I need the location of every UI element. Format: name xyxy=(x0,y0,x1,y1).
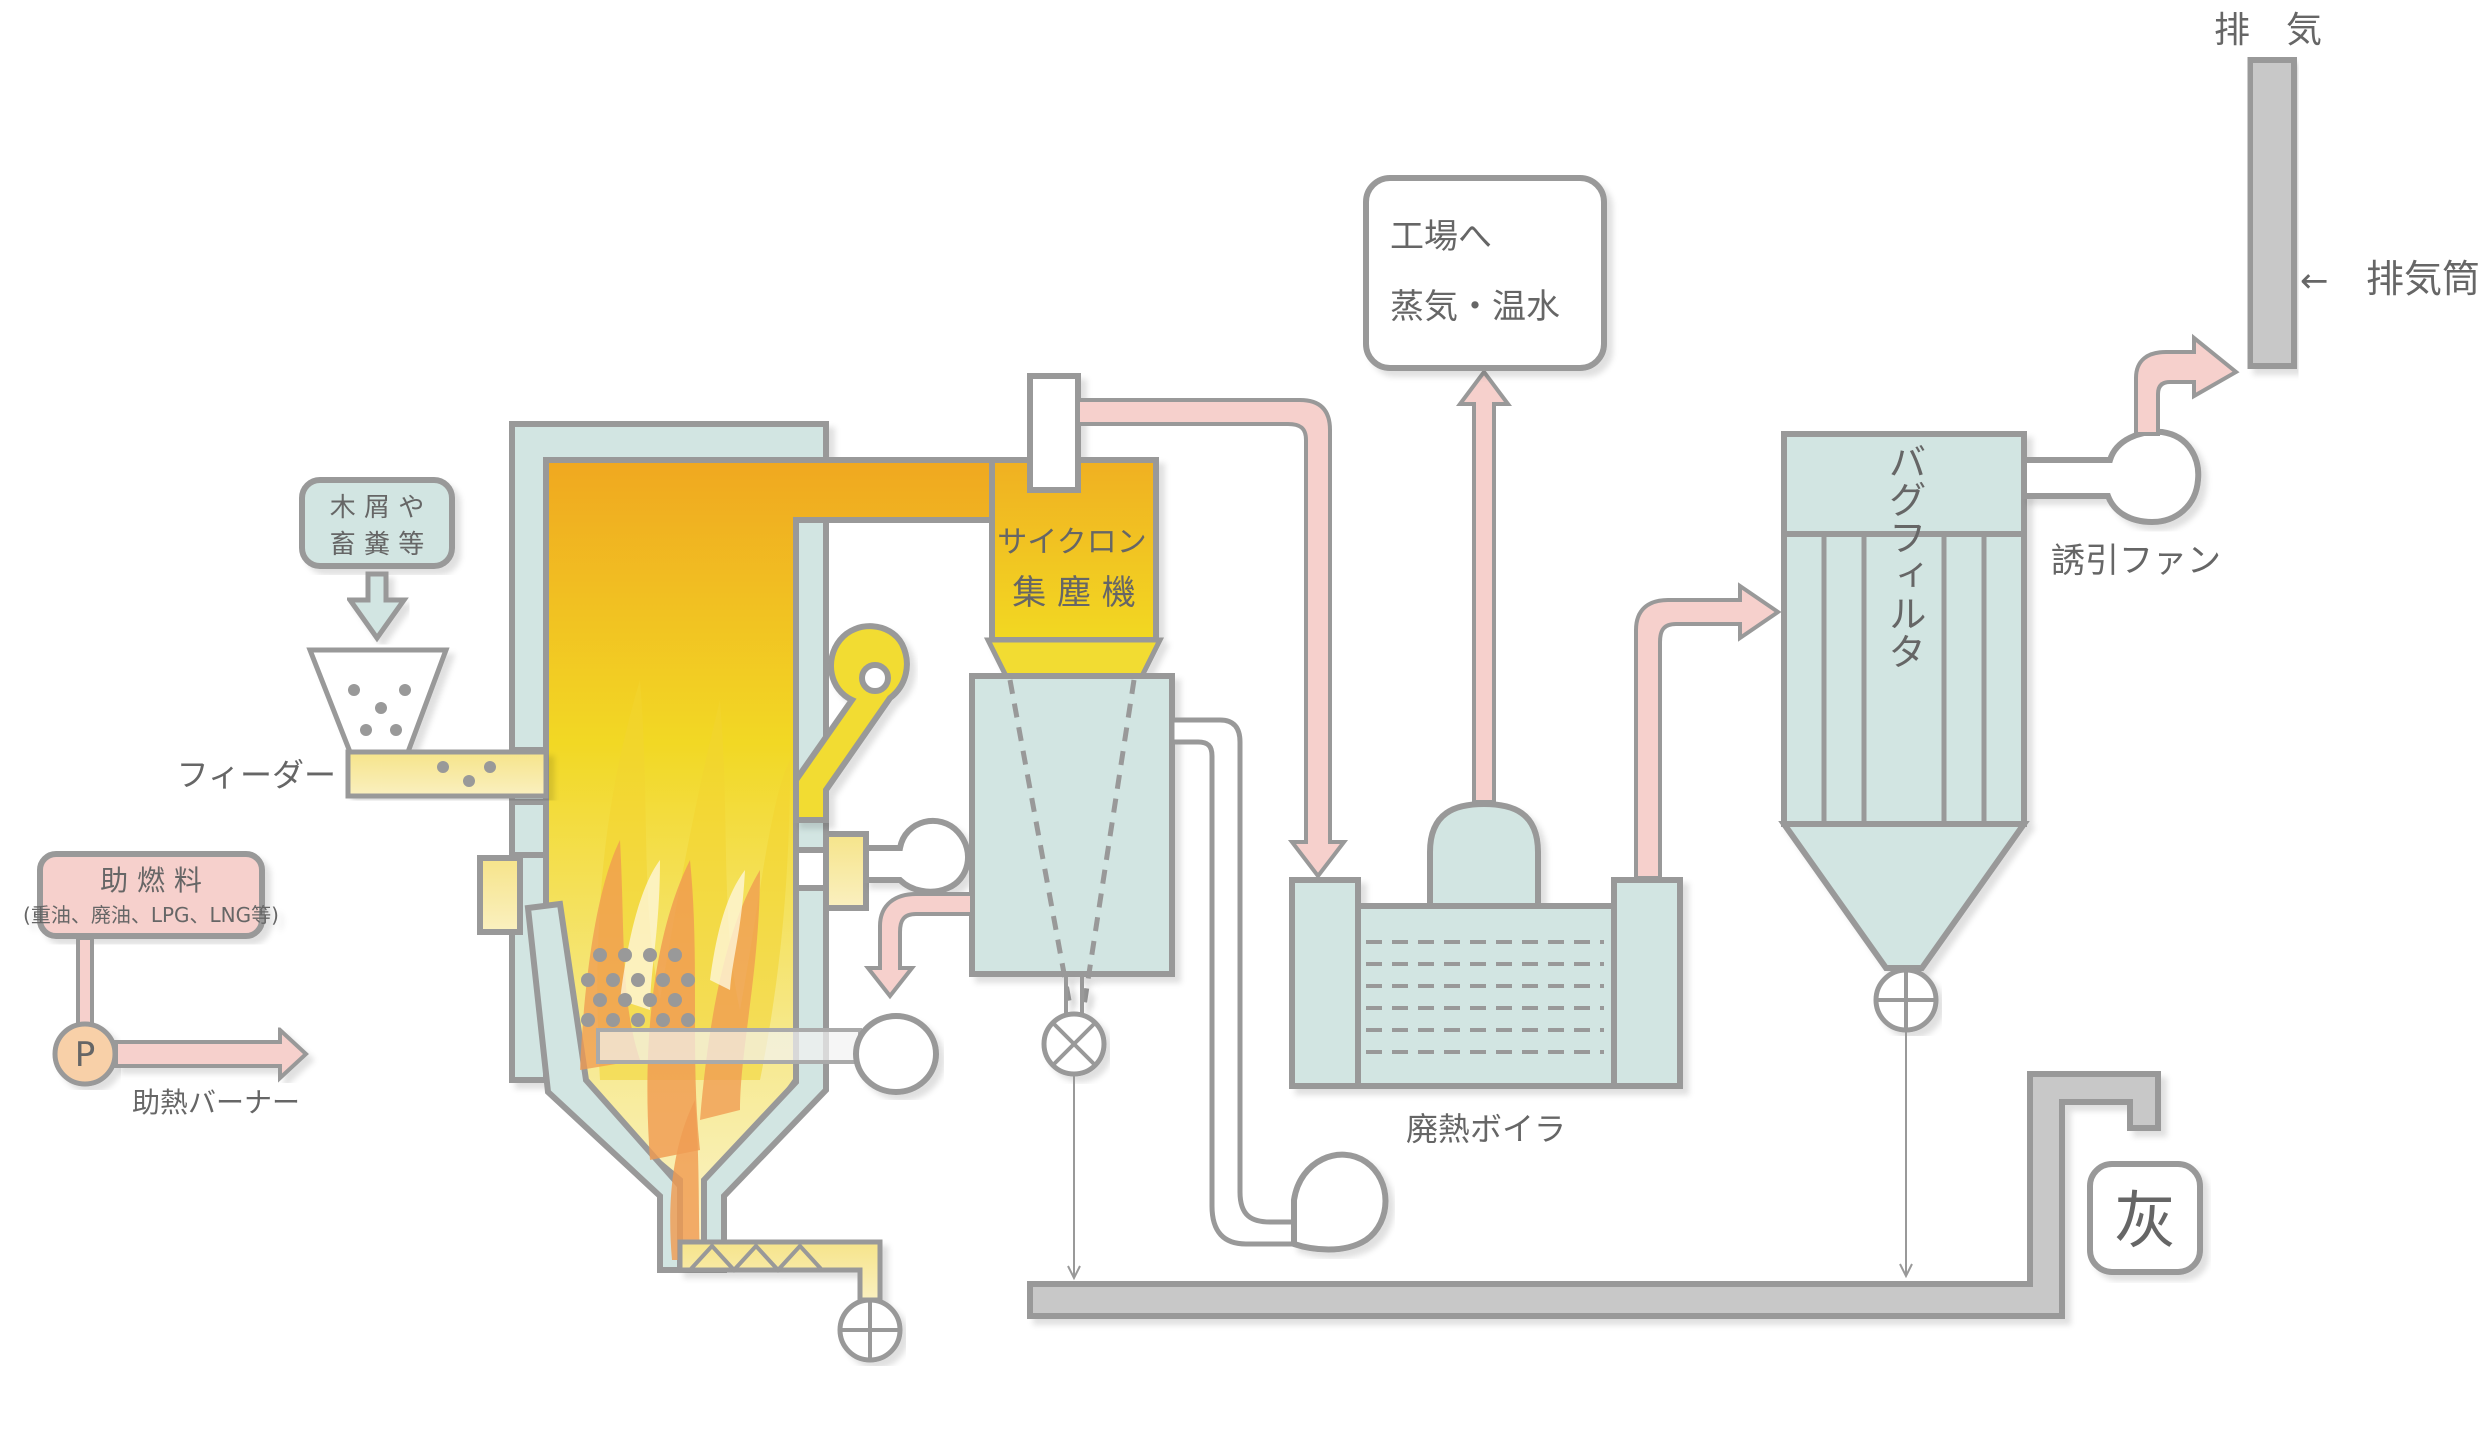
hopper xyxy=(306,647,450,755)
steam-destination-box: 工場へ 蒸気・温水 xyxy=(1363,175,1607,371)
cyclone-ash-drop-head xyxy=(1067,1265,1081,1281)
ash-box: 灰 xyxy=(2087,1161,2203,1275)
fuel-input-label-2: 畜 糞 等 xyxy=(330,530,425,560)
burner-fan xyxy=(853,1013,939,1095)
ash-duct xyxy=(1027,1071,2161,1319)
fuel-input-box: 木 屑 や 畜 糞 等 xyxy=(299,477,455,569)
furnace-rotary-valve xyxy=(837,1297,903,1363)
left-air-inlet xyxy=(477,855,523,935)
burner-tube xyxy=(596,1028,862,1064)
fan-to-stack-arrow xyxy=(2134,333,2240,436)
filter-ash-drop-head xyxy=(1899,1263,1913,1279)
flames xyxy=(580,680,790,1260)
aux-fuel-title: 助 燃 料 xyxy=(100,864,202,897)
waste-heat-boiler xyxy=(1289,800,1683,1089)
waste-heat-boiler-label: 廃熱ボイラ xyxy=(1406,1110,1566,1148)
boiler-to-filter-arrow xyxy=(1634,582,1782,880)
ash-label: 灰 xyxy=(2114,1184,2176,1257)
exhaust-stack xyxy=(2247,57,2297,369)
steam-drum-tube xyxy=(793,623,910,823)
steam-arrow xyxy=(1456,368,1512,804)
pump: P xyxy=(52,1021,118,1087)
induced-fan-label: 誘引ファン xyxy=(2051,541,2221,581)
feeder-label: フィーダー xyxy=(177,756,336,794)
stack-arrow-icon: ← xyxy=(2300,261,2329,301)
cyclone xyxy=(969,373,1175,1007)
aux-fuel-detail: (重油、廃油、LPG、LNG等) xyxy=(23,903,279,927)
furnace-left-wall-lower xyxy=(509,799,549,858)
aux-burner-label: 助熱バーナー xyxy=(132,1086,300,1119)
cyclone-fan-duct xyxy=(1169,717,1297,1247)
cyclone-label-2: 集 塵 機 xyxy=(1012,573,1136,613)
fuel-particles xyxy=(581,948,695,1027)
bag-filter-label: バグフィルタ xyxy=(1882,442,1926,670)
right-air-inlet xyxy=(823,831,869,911)
aux-fuel-pipe xyxy=(76,936,94,1028)
hot-gas-arrow xyxy=(1076,398,1349,880)
fuel-input-label-1: 木 屑 や xyxy=(330,493,425,523)
recirculation-arrow xyxy=(863,892,974,1000)
secondary-air-fan xyxy=(863,817,971,895)
cyclone-label-1: サイクロン xyxy=(997,525,1146,560)
induced-fan xyxy=(2021,428,2202,526)
steam-label-2: 蒸気・温水 xyxy=(1390,287,1560,327)
bag-filter xyxy=(1778,431,2030,971)
stack-label: 排気筒 xyxy=(2366,257,2480,301)
burner-fuel-arrow xyxy=(114,1025,309,1083)
cyclone-rotary-valve xyxy=(1041,974,1107,1077)
steam-label-1: 工場へ xyxy=(1390,217,1492,257)
feeder xyxy=(345,749,549,799)
fuel-input-arrow xyxy=(345,571,409,643)
ash-screw-conveyor xyxy=(677,1239,883,1303)
bag-filter-rotary-valve xyxy=(1873,967,1939,1033)
pump-symbol: P xyxy=(75,1035,96,1075)
exhaust-label: 排 気 xyxy=(2214,10,2322,51)
aux-fuel-box: 助 燃 料 (重油、廃油、LPG、LNG等) xyxy=(23,851,279,939)
boiler-blower xyxy=(1291,1151,1389,1253)
